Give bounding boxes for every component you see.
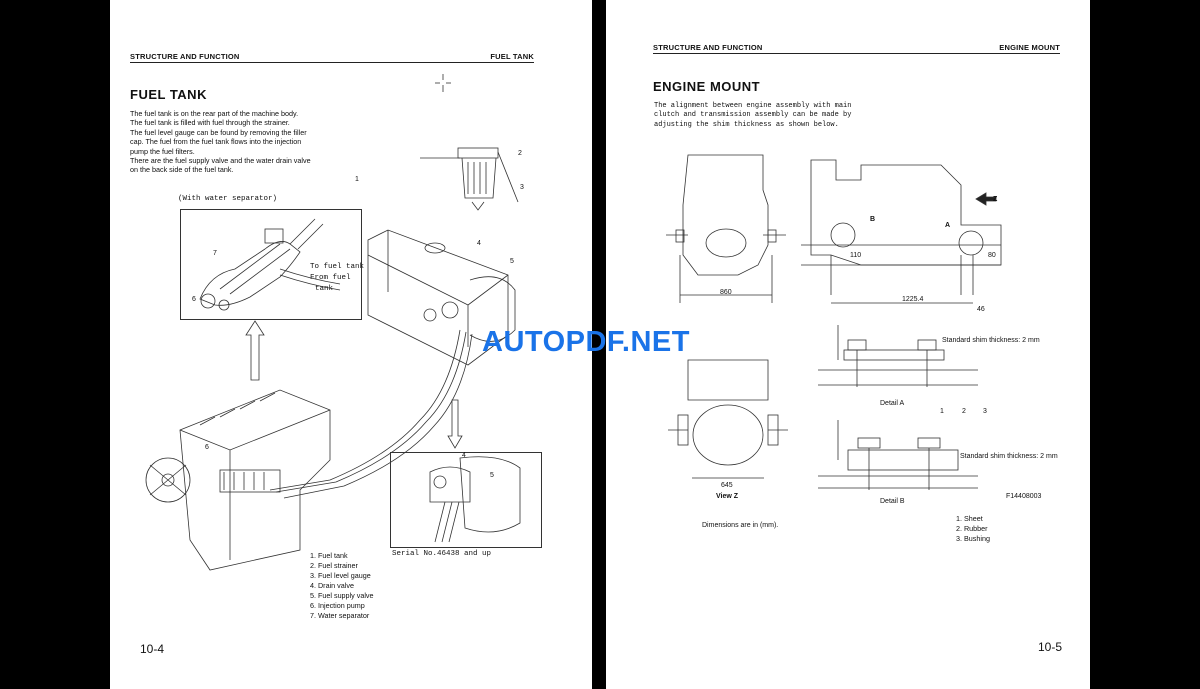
shim-b-label: Standard shim thickness: 2 mm — [960, 453, 1058, 460]
right-header-section: STRUCTURE AND FUNCTION — [653, 43, 763, 52]
registration-mark — [435, 74, 451, 92]
paragraph-line: clutch and transmission assembly can be … — [654, 111, 852, 120]
fuel-tank-drawing — [367, 229, 516, 366]
view-z-arrow — [975, 192, 997, 206]
right-header-topic: ENGINE MOUNT — [999, 43, 1060, 52]
dim-46: 46 — [977, 306, 985, 313]
callout-3: 3 — [520, 184, 524, 191]
callout-6-inset: 6 — [192, 296, 196, 303]
figure-code: F14408003 — [1006, 493, 1042, 500]
legend-item: 4. Drain valve — [310, 581, 354, 590]
fuel-line-drawing — [269, 329, 473, 499]
paragraph-line: There are the fuel supply valve and the … — [130, 156, 311, 166]
engine-side-view — [801, 159, 1002, 304]
label-z: Z — [993, 196, 998, 203]
engine-front-view — [666, 154, 786, 303]
callout-b-3: 3 — [983, 408, 987, 415]
legend-item: 1. Fuel tank — [310, 551, 348, 560]
view-z-drawing — [668, 359, 788, 479]
dim-645: 645 — [721, 482, 733, 489]
detail-a-caption: Detail A — [880, 400, 905, 407]
dim-860: 860 — [720, 289, 732, 296]
detail-arrow — [447, 399, 463, 449]
right-header-rule — [653, 53, 1060, 54]
callout-2: 2 — [518, 150, 522, 157]
right-page: STRUCTURE AND FUNCTION ENGINE MOUNT ENGI… — [606, 0, 1090, 689]
engine-mount-title: ENGINE MOUNT — [653, 79, 761, 94]
dim-110: 110 — [850, 252, 862, 259]
inset-caption: (With water separator) — [178, 195, 278, 203]
to-fuel-tank-label: To fuel tank — [310, 263, 365, 271]
page-number-left: 10-4 — [140, 642, 165, 656]
legend-item: 3. Fuel level gauge — [310, 571, 371, 580]
callout-5-detail: 5 — [490, 472, 494, 479]
legend-item: 5. Fuel supply valve — [310, 591, 374, 600]
paragraph-line: The alignment between engine assembly wi… — [654, 102, 852, 110]
serial-detail-inset — [390, 452, 542, 548]
paragraph-line: adjusting the shim thickness as shown be… — [654, 120, 839, 129]
detail-b-drawing — [818, 420, 978, 490]
left-page: STRUCTURE AND FUNCTION FUEL TANK FUEL TA… — [110, 0, 592, 689]
dim-80: 80 — [988, 252, 996, 259]
paragraph-line: The fuel tank is on the rear part of the… — [130, 109, 299, 118]
serial-note: Serial No.46438 and up — [392, 550, 492, 558]
inset-arrow — [245, 320, 265, 381]
paragraph-line: pump the fuel filters. — [130, 146, 195, 156]
fuel-tank-description: The fuel tank is on the rear part of the… — [130, 109, 350, 175]
fuel-tank-legend: 1. Fuel tank 2. Fuel strainer 3. Fuel le… — [310, 551, 374, 621]
from-fuel-tank-label-2: tank — [315, 285, 334, 293]
dimensions-note: Dimensions are in (mm). — [702, 522, 779, 529]
callout-6: 6 — [205, 444, 209, 451]
callout-b-1: 1 — [940, 408, 944, 415]
callout-b-2: 2 — [962, 408, 966, 415]
legend-item: 7. Water separator — [310, 611, 370, 620]
water-separator-drawing — [199, 218, 341, 311]
legend-item: 6. Injection pump — [310, 601, 365, 610]
paragraph-line: The fuel level gauge can be found by rem… — [130, 127, 307, 137]
dim-1225: 1225.4 — [902, 296, 924, 303]
legend-item: 2. Fuel strainer — [310, 561, 358, 570]
paragraph-line: The fuel tank is filled with fuel throug… — [130, 118, 290, 128]
left-header-rule — [130, 62, 534, 63]
detail-a-drawing — [818, 325, 978, 387]
legend-item: 1. Sheet — [956, 514, 983, 523]
left-header-topic: FUEL TANK — [490, 52, 534, 61]
shim-a-label: Standard shim thickness: 2 mm — [942, 337, 1040, 344]
label-a: A — [945, 222, 951, 229]
callout-1: 1 — [355, 176, 359, 183]
engine-mount-description: The alignment between engine assembly wi… — [654, 102, 894, 130]
callout-5: 5 — [510, 258, 514, 265]
fuel-tank-title: FUEL TANK — [130, 87, 207, 102]
water-separator-inset — [180, 209, 362, 320]
watermark-text: AUTOPDF.NET — [482, 326, 690, 358]
callout-4: 4 — [477, 240, 481, 247]
paragraph-line: on the back side of the fuel tank. — [130, 165, 234, 175]
engine-drawing — [145, 389, 331, 571]
callout-4-detail: 4 — [462, 452, 466, 459]
paragraph-line: cap. The fuel from the fuel tank flows i… — [130, 137, 302, 147]
view-z-caption: View Z — [716, 493, 739, 500]
engine-mount-legend: 1. Sheet 2. Rubber 3. Bushing — [956, 514, 990, 544]
callout-7-inset: 7 — [213, 250, 217, 257]
legend-item: 3. Bushing — [956, 534, 990, 543]
detail-b-caption: Detail B — [880, 498, 905, 505]
legend-item: 2. Rubber — [956, 524, 988, 533]
page-number-right: 10-5 — [1038, 640, 1063, 654]
left-header-section: STRUCTURE AND FUNCTION — [130, 52, 240, 61]
label-b: B — [870, 216, 876, 223]
serial-detail-drawing — [429, 456, 521, 543]
from-fuel-tank-label: From fuel — [310, 274, 351, 282]
strainer-drawing — [420, 147, 519, 211]
